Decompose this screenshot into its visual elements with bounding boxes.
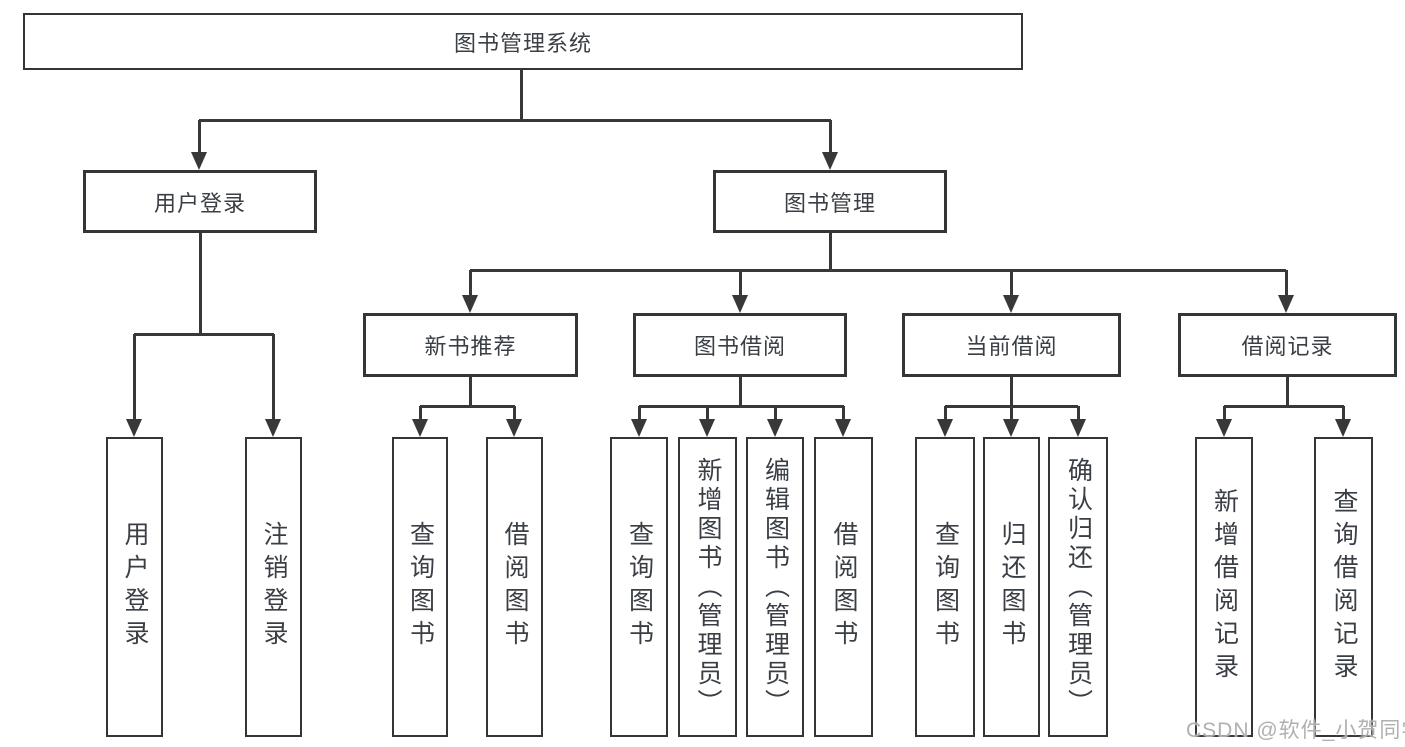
connector-arrow-shaft	[418, 406, 422, 419]
leaf-label: 查询图书	[931, 521, 960, 653]
leaf-query-books-borrowing: 查询图书	[610, 437, 668, 737]
arrowhead-down-icon	[191, 152, 207, 170]
node-label: 新书推荐	[424, 334, 517, 359]
leaf-query-books-current: 查询图书	[915, 437, 975, 737]
arrowhead-down-icon	[767, 419, 783, 437]
csdn-watermark: CSDN @软件_小贺同学	[1186, 719, 1405, 742]
arrowhead-down-icon	[1070, 419, 1086, 437]
leaf-label: 查询借阅记录	[1330, 488, 1358, 686]
arrowhead-down-icon	[1216, 419, 1232, 437]
connector-vline	[1009, 377, 1013, 408]
arrowhead-down-icon	[265, 419, 281, 437]
leaf-label: 查询图书	[406, 521, 435, 653]
arrowhead-down-icon	[1003, 295, 1019, 313]
node-label: 图书管理	[783, 190, 876, 216]
connector-arrow-shaft	[132, 334, 136, 419]
leaf-borrow-books-borrowing: 借阅图书	[814, 437, 873, 737]
leaf-label: 查询图书	[625, 521, 654, 653]
leaf-logout: 注销登录	[245, 437, 302, 737]
leaf-label: 用户登录	[121, 521, 149, 653]
node-book-borrowing: 图书借阅	[633, 313, 847, 377]
arrowhead-down-icon	[822, 152, 838, 170]
connector-vline	[519, 69, 523, 122]
connector-hline	[134, 332, 274, 336]
connector-arrow-shaft	[1222, 406, 1226, 419]
leaf-label: 确认归还（管理员）	[1064, 456, 1093, 718]
connector-vline	[828, 233, 832, 272]
arrowhead-down-icon	[732, 295, 748, 313]
arrowhead-down-icon	[835, 419, 851, 437]
leaf-add-book-admin: 新增图书（管理员）	[678, 437, 737, 737]
connector-arrow-shaft	[1009, 406, 1013, 419]
connector-arrow-shaft	[1341, 406, 1345, 419]
leaf-label: 注销登录	[260, 521, 288, 653]
connector-hline	[199, 118, 831, 122]
connector-arrow-shaft	[828, 120, 832, 152]
leaf-label: 归还图书	[998, 521, 1026, 653]
node-book-management: 图书管理	[713, 170, 947, 233]
arrowhead-down-icon	[462, 295, 478, 313]
arrowhead-down-icon	[631, 419, 647, 437]
node-label: 借阅记录	[1241, 334, 1334, 359]
leaf-confirm-return-admin: 确认归还（管理员）	[1048, 437, 1108, 737]
connector-arrow-shaft	[738, 270, 742, 295]
node-label: 图书管理系统	[453, 30, 592, 56]
node-label: 当前借阅	[965, 334, 1058, 359]
leaf-user-login: 用户登录	[106, 437, 163, 737]
arrowhead-down-icon	[937, 419, 953, 437]
connector-arrow-shaft	[773, 406, 777, 419]
node-current-borrowing: 当前借阅	[902, 313, 1121, 377]
leaf-label: 借阅图书	[830, 521, 858, 653]
connector-arrow-shaft	[1284, 270, 1288, 295]
connector-arrow-shaft	[943, 406, 947, 419]
connector-arrow-shaft	[637, 406, 641, 419]
connector-arrow-shaft	[271, 334, 275, 419]
arrowhead-down-icon	[699, 419, 715, 437]
leaf-label: 新增借阅记录	[1210, 488, 1239, 686]
arrowhead-down-icon	[126, 419, 142, 437]
leaf-return-books: 归还图书	[983, 437, 1040, 737]
connector-vline	[1285, 377, 1289, 408]
node-label: 用户登录	[153, 190, 246, 216]
leaf-query-borrow-record: 查询借阅记录	[1314, 437, 1373, 737]
node-borrowing-records: 借阅记录	[1178, 313, 1397, 377]
connector-arrow-shaft	[197, 120, 201, 152]
connector-arrow-shaft	[468, 270, 472, 295]
arrowhead-down-icon	[506, 419, 522, 437]
node-label: 图书借阅	[693, 334, 786, 359]
connector-hline	[639, 404, 844, 408]
leaf-label: 新增图书（管理员）	[694, 456, 722, 718]
connector-arrow-shaft	[1076, 406, 1080, 419]
leaf-label: 编辑图书（管理员）	[761, 456, 790, 718]
connector-arrow-shaft	[841, 406, 845, 419]
node-user-login: 用户登录	[83, 170, 317, 233]
arrowhead-down-icon	[412, 419, 428, 437]
connector-vline	[738, 377, 742, 408]
arrowhead-down-icon	[1335, 419, 1351, 437]
arrowhead-down-icon	[1278, 295, 1294, 313]
arrowhead-down-icon	[1003, 419, 1019, 437]
connector-hline	[420, 404, 515, 408]
connector-arrow-shaft	[1009, 270, 1013, 295]
leaf-label: 借阅图书	[501, 521, 529, 653]
leaf-edit-book-admin: 编辑图书（管理员）	[746, 437, 804, 737]
connector-vline	[198, 233, 202, 336]
connector-arrow-shaft	[512, 406, 516, 419]
connector-vline	[468, 377, 472, 408]
leaf-borrow-books-recommend: 借阅图书	[486, 437, 543, 737]
node-new-book-recommendation: 新书推荐	[363, 313, 578, 377]
leaf-add-borrow-record: 新增借阅记录	[1195, 437, 1253, 737]
connector-arrow-shaft	[705, 406, 709, 419]
leaf-query-books-recommend: 查询图书	[392, 437, 448, 737]
connector-hline	[470, 268, 1286, 272]
node-library-management-system: 图书管理系统	[23, 13, 1023, 70]
connector-hline	[1224, 404, 1344, 408]
